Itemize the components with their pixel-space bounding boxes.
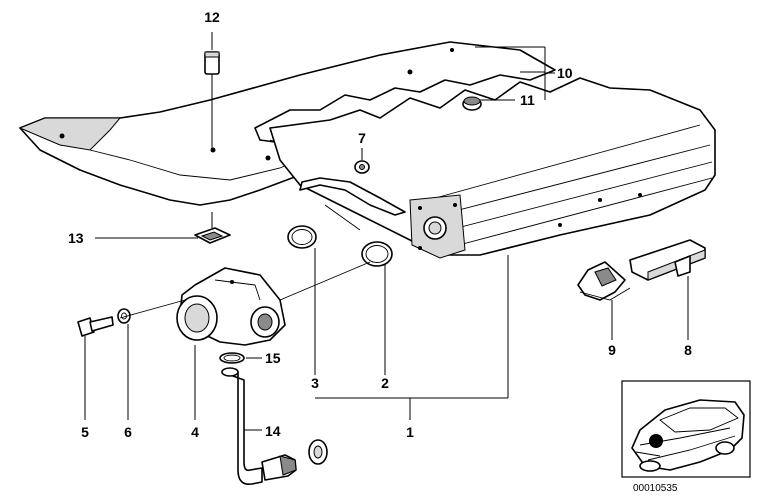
washer-6	[117, 308, 131, 324]
bracket-9	[577, 261, 631, 301]
callout-5: 5	[81, 424, 89, 440]
callout-10: 10	[557, 65, 573, 81]
callout-13: 13	[68, 230, 84, 246]
bolt-12	[204, 51, 220, 150]
callout-12: 12	[204, 9, 220, 25]
image-code: 00010535	[633, 483, 678, 494]
callout-7: 7	[358, 130, 366, 146]
callout-9: 9	[608, 342, 616, 358]
hose-14	[221, 371, 263, 486]
intake-manifold	[269, 77, 716, 259]
callout-8: 8	[684, 342, 692, 358]
callout-11: 11	[520, 92, 535, 108]
callouts: 12 10 11 7 13 15 3 2 9 8 5 6 4 14 1	[68, 9, 692, 440]
bolt-5	[77, 316, 114, 337]
vehicle-inset: 00010535	[621, 380, 751, 494]
leader-lines	[84, 32, 689, 431]
callout-3: 3	[311, 375, 319, 391]
callout-4: 4	[191, 424, 199, 440]
cap-8	[629, 239, 706, 281]
callout-14: 14	[265, 423, 281, 439]
location-marker	[649, 434, 663, 448]
callout-1: 1	[406, 424, 414, 440]
callout-2: 2	[381, 375, 389, 391]
valve-housing	[176, 267, 286, 346]
callout-15: 15	[265, 350, 281, 366]
callout-6: 6	[124, 424, 132, 440]
car-outline	[631, 399, 745, 472]
